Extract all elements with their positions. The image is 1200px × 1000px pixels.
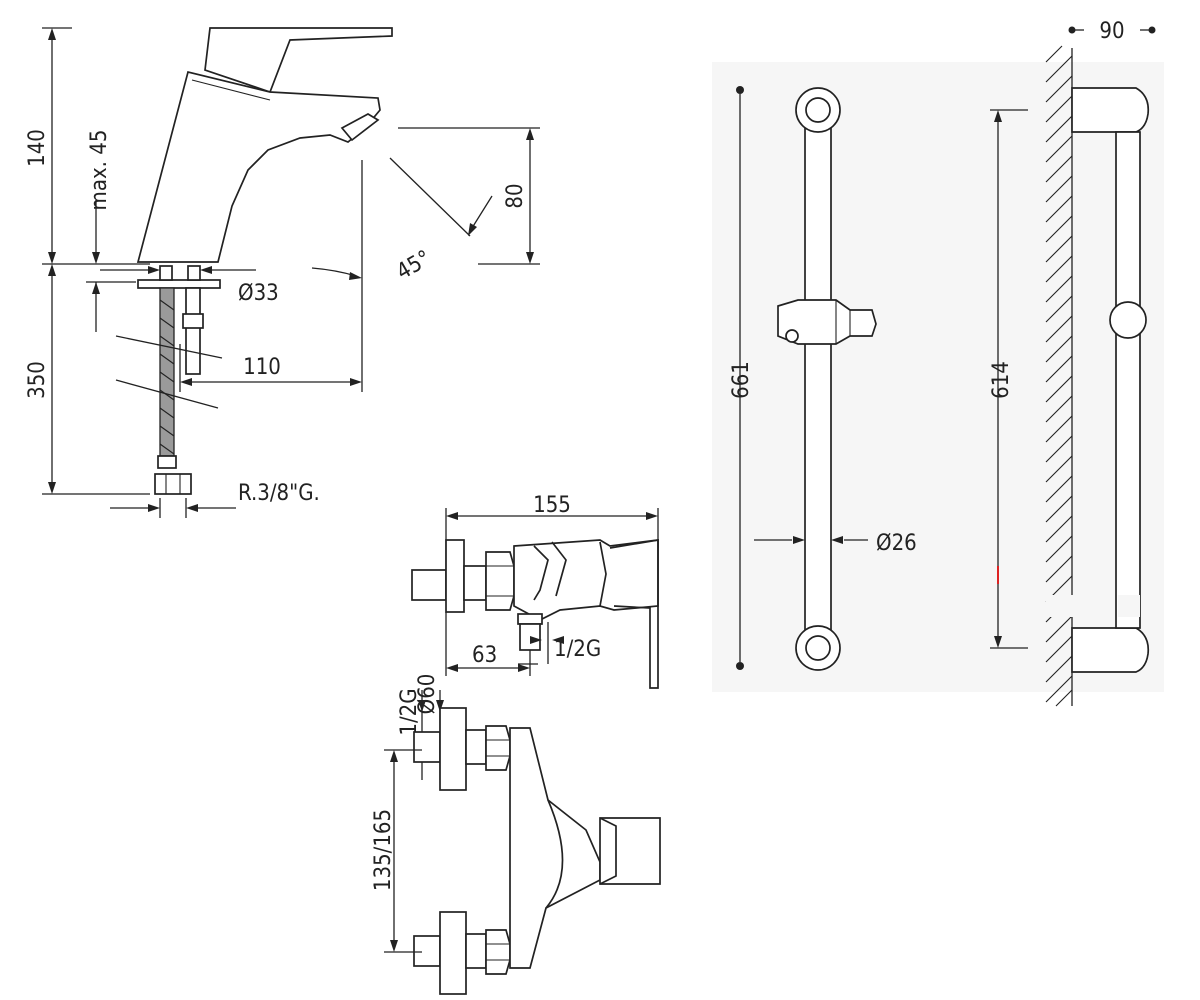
- rail-background-panel: [712, 62, 1164, 692]
- wall-mixer-top-view: 155 63 1/2G: [411, 493, 659, 689]
- dim-max-deck: max. 45: [87, 130, 112, 211]
- faucet-supply-tube: [185, 287, 201, 375]
- faucet-mounting-plate: [137, 279, 221, 289]
- rail-wall-mount-bottom: [1071, 627, 1150, 673]
- rail-bar-side: [1115, 131, 1141, 629]
- mixer-rosette: [445, 539, 465, 613]
- dim-wall-distance: 90: [1099, 19, 1124, 44]
- shower-rail-drawing: 661 Ø26 614: [729, 19, 1156, 707]
- dim-jet-height: 80: [503, 183, 528, 208]
- dim-point-bottom: [736, 662, 744, 670]
- dim-faucet-diameter: Ø33: [238, 281, 279, 306]
- dim-rosette-diameter: Ø60: [415, 674, 440, 715]
- mixer-lever-side: [609, 538, 659, 689]
- mixer-body-front: [509, 727, 601, 969]
- dim-inlet-thread: 1/2G: [397, 688, 422, 735]
- wall-mixer-front-view: 1/2G Ø60 135/165: [371, 674, 661, 995]
- dim-fixing-distance: 614: [989, 361, 1014, 399]
- rail-wall-mount-top: [1071, 87, 1150, 133]
- dim-jet-angle: 45°: [393, 246, 436, 285]
- dim-mixer-width: 155: [533, 493, 571, 518]
- dim-outlet-thread: 1/2G: [554, 637, 601, 662]
- basin-faucet-drawing: 140 max. 45 Ø33 110 350: [25, 27, 540, 518]
- dim-spout-reach: 110: [243, 355, 281, 380]
- dim-faucet-height: 140: [25, 129, 50, 167]
- dim-point-top: [736, 86, 744, 94]
- mixer-wall-connector: [411, 569, 447, 601]
- faucet-hose-nut: [154, 473, 192, 495]
- rail-bar: [804, 123, 832, 633]
- dim-bar-diameter: Ø26: [876, 531, 917, 556]
- mixer-lever-front: [599, 817, 661, 885]
- dim-mixer-offset: 63: [472, 643, 497, 668]
- dim-connection-thread: R.3/8"G.: [238, 481, 320, 506]
- dim-rail-length: 661: [729, 361, 754, 399]
- dim-hose-length: 350: [25, 361, 50, 399]
- dim-inlet-centers: 135/165: [371, 809, 396, 891]
- rail-slider-side: [1109, 301, 1147, 339]
- faucet-body: [136, 70, 381, 263]
- faucet-lever: [204, 27, 393, 94]
- rail-slider: [777, 299, 877, 345]
